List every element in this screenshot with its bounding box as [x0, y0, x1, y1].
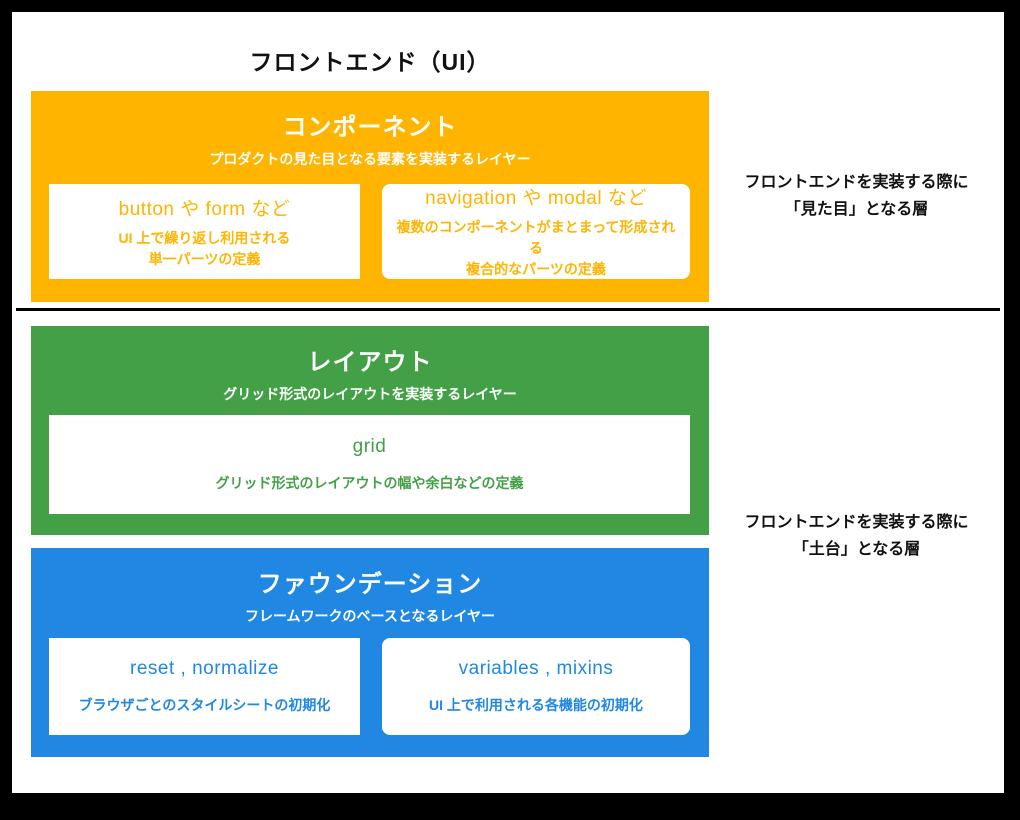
layer-foundation-subtitle: フレームワークのベースとなるレイヤー	[244, 608, 496, 624]
card-reset-normalize-body: ブラウザごとのスタイルシートの初期化	[78, 696, 331, 713]
layer-foundation: ファウンデーション フレームワークのベースとなるレイヤー reset , nor…	[31, 548, 709, 757]
frontend-ui-panel: フロントエンド（UI） コンポーネント プロダクトの見た目となる要素を実装するレ…	[12, 12, 1004, 793]
card-grid-title: grid	[352, 435, 387, 457]
diagram-title: フロントエンド（UI）	[249, 49, 491, 75]
card-grid: grid グリッド形式のレイアウトの幅や余白などの定義	[49, 415, 690, 514]
card-grid-body: グリッド形式のレイアウトの幅や余白などの定義	[215, 474, 524, 491]
card-button-form: button や form など UI 上で繰り返し利用される 単一パーツの定義	[49, 184, 360, 279]
card-navigation-modal-title: navigation や modal など	[425, 188, 647, 209]
card-navigation-modal-body: 複数のコンポーネントがまとまって形成される 複合的なパーツの定義	[396, 219, 676, 277]
layer-component-title: コンポーネント	[282, 114, 458, 141]
layer-layout: レイアウト グリッド形式のレイアウトを実装するレイヤー grid グリッド形式の…	[31, 326, 709, 535]
card-reset-normalize: reset , normalize ブラウザごとのスタイルシートの初期化	[49, 638, 360, 735]
layer-component-subtitle: プロダクトの見た目となる要素を実装するレイヤー	[209, 151, 531, 167]
annotation-foundation-layer: フロントエンドを実装する際に 「土台」となる層	[744, 514, 969, 559]
card-navigation-modal: navigation や modal など 複数のコンポーネントがまとまって形成…	[382, 184, 690, 279]
layer-layout-title: レイアウト	[307, 349, 433, 376]
card-button-form-body: UI 上で繰り返し利用される 単一パーツの定義	[118, 229, 291, 267]
card-reset-normalize-title: reset , normalize	[130, 657, 279, 679]
divider-line	[16, 308, 1000, 311]
annotation-visual-layer: フロントエンドを実装する際に 「見た目」となる層	[744, 174, 969, 219]
layer-layout-subtitle: グリッド形式のレイアウトを実装するレイヤー	[223, 386, 517, 402]
card-variables-mixins: variables , mixins UI 上で利用される各機能の初期化	[382, 638, 690, 735]
card-variables-mixins-title: variables , mixins	[458, 657, 614, 679]
layer-foundation-title: ファウンデーション	[257, 571, 483, 598]
card-button-form-title: button や form など	[118, 198, 291, 220]
layer-component: コンポーネント プロダクトの見た目となる要素を実装するレイヤー button や…	[31, 91, 709, 302]
card-variables-mixins-body: UI 上で利用される各機能の初期化	[429, 696, 643, 713]
